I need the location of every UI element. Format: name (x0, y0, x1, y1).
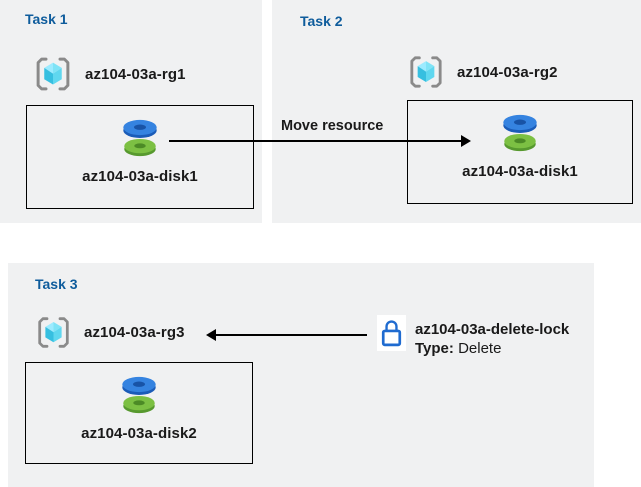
task-2-panel: Task 2 az104-03a-rg2 az104-03a-disk1 (272, 0, 641, 223)
resource-group-name: az104-03a-rg1 (85, 65, 186, 83)
task-1-resource-group: az104-03a-rg1 (32, 53, 186, 95)
disk-icon (119, 117, 161, 159)
lock-annotation: az104-03a-delete-lock Type: Delete (415, 320, 569, 358)
task-1-title: Task 1 (25, 11, 68, 27)
task-3-resource-box: az104-03a-disk2 (25, 362, 253, 464)
move-resource-arrowhead-icon (461, 135, 471, 147)
disk-icon (118, 374, 160, 416)
lock-type-line: Type: Delete (415, 339, 569, 358)
resource-group-icon (32, 53, 74, 95)
resource-group-icon (406, 52, 446, 92)
task-3-resource-group: az104-03a-rg3 (34, 313, 185, 352)
task-2-resource-group: az104-03a-rg2 (406, 52, 558, 92)
lock-arrow-line (215, 334, 367, 336)
move-resource-label: Move resource (281, 118, 384, 134)
disk-icon (499, 112, 541, 154)
resource-group-name: az104-03a-rg2 (457, 63, 558, 81)
resource-name: az104-03a-disk1 (82, 168, 198, 185)
resource-group-icon (34, 313, 73, 352)
lock-name: az104-03a-delete-lock (415, 321, 570, 338)
lock-type-value: Delete (458, 340, 502, 357)
task-1-panel: Task 1 az104-03a-rg1 az104-03a-disk1 (0, 0, 262, 223)
lock-type-label: Type: (415, 340, 454, 357)
task-1-resource-box: az104-03a-disk1 (26, 105, 254, 209)
resource-group-name: az104-03a-rg3 (84, 324, 185, 341)
lock-arrowhead-icon (206, 329, 216, 341)
task-3-title: Task 3 (35, 276, 78, 292)
task-2-title: Task 2 (300, 13, 343, 29)
lock-icon (381, 319, 402, 346)
move-resource-arrow-line (169, 140, 462, 142)
resource-name: az104-03a-disk1 (462, 163, 578, 180)
task-2-resource-box: az104-03a-disk1 (407, 100, 633, 204)
lock-plate (377, 315, 406, 351)
resource-name: az104-03a-disk2 (81, 425, 197, 442)
task-3-panel: Task 3 az104-03a-rg3 az104-03a-disk2 (8, 263, 594, 487)
